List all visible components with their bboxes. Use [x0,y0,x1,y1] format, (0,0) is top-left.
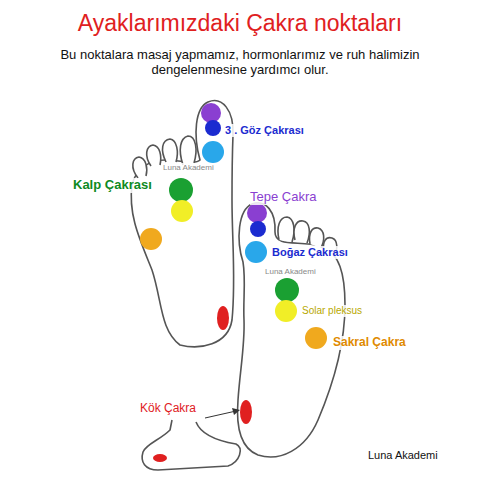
leader-line [205,411,236,418]
chakra-label: Solar pleksus [302,305,362,317]
watermark: Luna Akademi [265,267,316,276]
leader-arrowhead [232,408,240,415]
title: Ayaklarımızdaki Çakra noktaları [0,10,480,36]
left-toe [180,136,196,165]
side-foot-outline [142,420,240,470]
chakra-label: Kök Çakra [140,402,196,416]
subtitle: Bu noktalara masaj yapmamız, hormonlarım… [40,48,440,78]
right-toe [278,217,294,242]
watermark: Luna Akademi [163,163,214,172]
chakra-label: 3 . Göz Çakrası [225,124,304,137]
right-toe [294,221,309,243]
left-toe [163,139,178,162]
left-toe [133,157,147,178]
chakra-label: Sakral Çakra [333,336,406,350]
left-toe [147,145,161,166]
right-toe [309,228,323,248]
chakra-label: Boğaz Çakrası [272,246,348,259]
chakra-label: Kalp Çakrası [73,178,152,193]
chakra-label: Tepe Çakra [250,190,316,205]
right-foot-outline [238,203,345,457]
signature: Luna Akademi [368,449,438,462]
left-foot-outline [131,101,234,347]
